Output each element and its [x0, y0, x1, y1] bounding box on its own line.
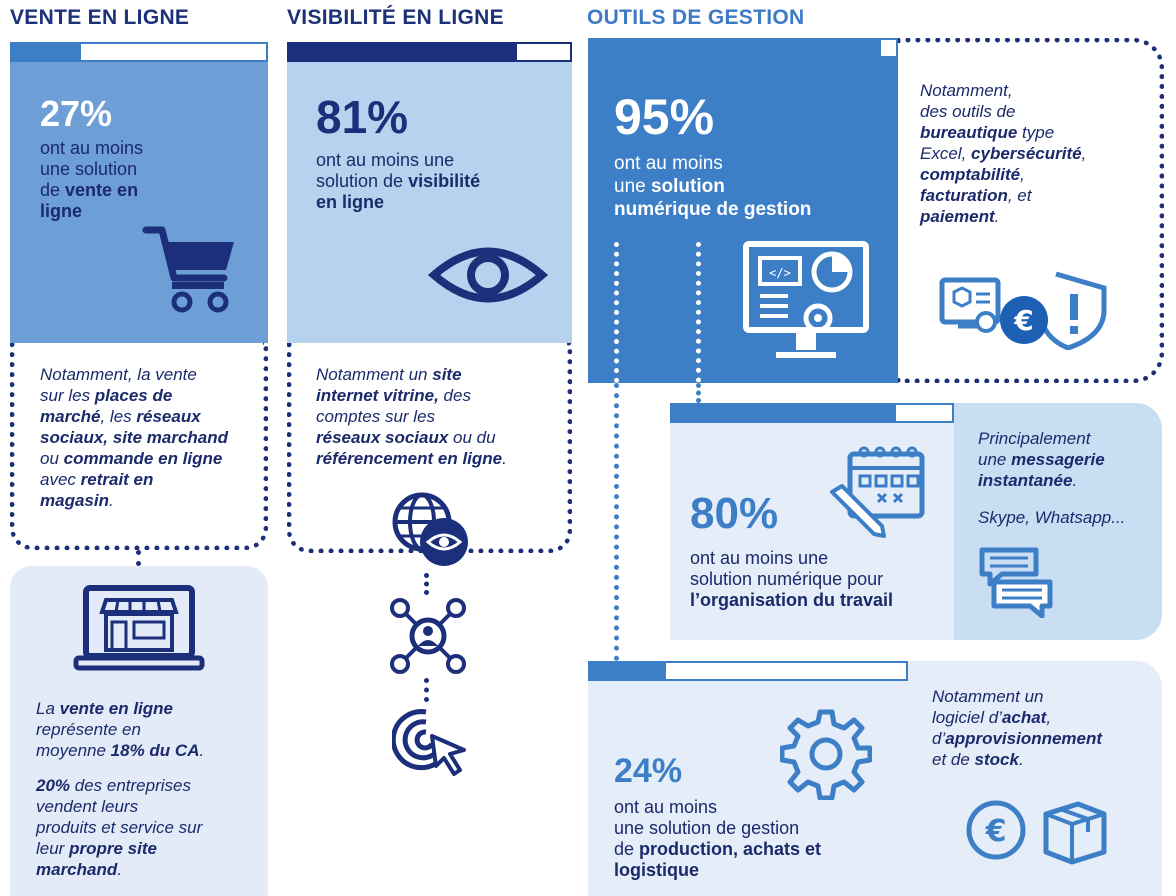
shopping-cart-icon	[140, 220, 240, 315]
progress-bar-visibilite	[287, 42, 572, 62]
progress-bar-orga	[670, 403, 954, 423]
orga-panel	[670, 423, 954, 640]
chat-bubbles-icon	[978, 546, 1054, 618]
header-vente: VENTE EN LIGNE	[10, 6, 190, 29]
dashboard-screen-icon: </>	[742, 240, 870, 368]
orga-percent: 80%	[690, 489, 779, 538]
header-outils: OUTILS DE GESTION	[587, 6, 805, 29]
outils-percent: 95%	[614, 89, 715, 145]
globe-eye-icon	[388, 488, 472, 572]
visibilite-main-panel	[287, 62, 572, 343]
calendar-pencil-icon	[828, 440, 928, 540]
prod-note-panel	[908, 661, 1162, 896]
click-target-icon	[392, 704, 472, 776]
outils-connector-orga	[696, 242, 701, 402]
gear-icon	[780, 708, 872, 800]
orga-note: Principalement une messagerie instantané…	[978, 429, 1126, 527]
header-visibilite: VISIBILITÉ EN LIGNE	[287, 6, 504, 29]
svg-text:</>: </>	[769, 266, 791, 280]
security-euro-icon: €	[938, 270, 1110, 350]
vente-connector	[136, 550, 141, 566]
outils-note-box	[898, 38, 1164, 383]
vente-label: ont au moins une solution de vente en li…	[40, 138, 144, 221]
outils-connector-prod	[614, 242, 619, 383]
visibilite-percent: 81%	[316, 91, 409, 143]
laptop-shop-icon	[72, 582, 206, 678]
svg-text:€: €	[1013, 304, 1033, 337]
progress-bar-outils	[588, 38, 898, 58]
progress-bar-vente	[10, 42, 268, 62]
vente-stats: La vente en ligne représente en moyenne …	[36, 699, 205, 879]
eye-icon	[428, 240, 548, 310]
orga-note-panel	[954, 403, 1162, 640]
prod-label: ont au moins une solution de gestion de …	[614, 797, 822, 880]
vente-percent: 27%	[40, 93, 113, 134]
svg-text:€: €	[985, 814, 1007, 849]
outils-connector-orga-below	[696, 383, 701, 403]
outils-connector-prod-below	[614, 383, 619, 661]
orga-label: ont au moins une solution numérique pour…	[690, 548, 894, 610]
outils-label: ont au moins une solution numérique de g…	[614, 153, 812, 220]
package-box-icon	[1040, 796, 1110, 866]
prod-percent: 24%	[614, 752, 683, 790]
network-user-icon	[388, 596, 468, 676]
prod-note: Notamment un logiciel d’achat, d’approvi…	[932, 687, 1103, 769]
vente-note-box	[10, 343, 268, 550]
euro-coin-icon: €	[964, 798, 1028, 862]
visibilite-label: ont au moins une solution de visibilité …	[316, 150, 481, 212]
visibilite-connector-1	[424, 573, 429, 595]
progress-bar-prod	[588, 661, 908, 681]
visibilite-note: Notamment un site internet vitrine, des …	[316, 365, 507, 468]
vente-note: Notamment, la vente sur les places de ma…	[40, 365, 229, 510]
visibilite-connector-2	[424, 678, 429, 702]
outils-note: Notamment, des outils de bureautique typ…	[920, 81, 1087, 226]
